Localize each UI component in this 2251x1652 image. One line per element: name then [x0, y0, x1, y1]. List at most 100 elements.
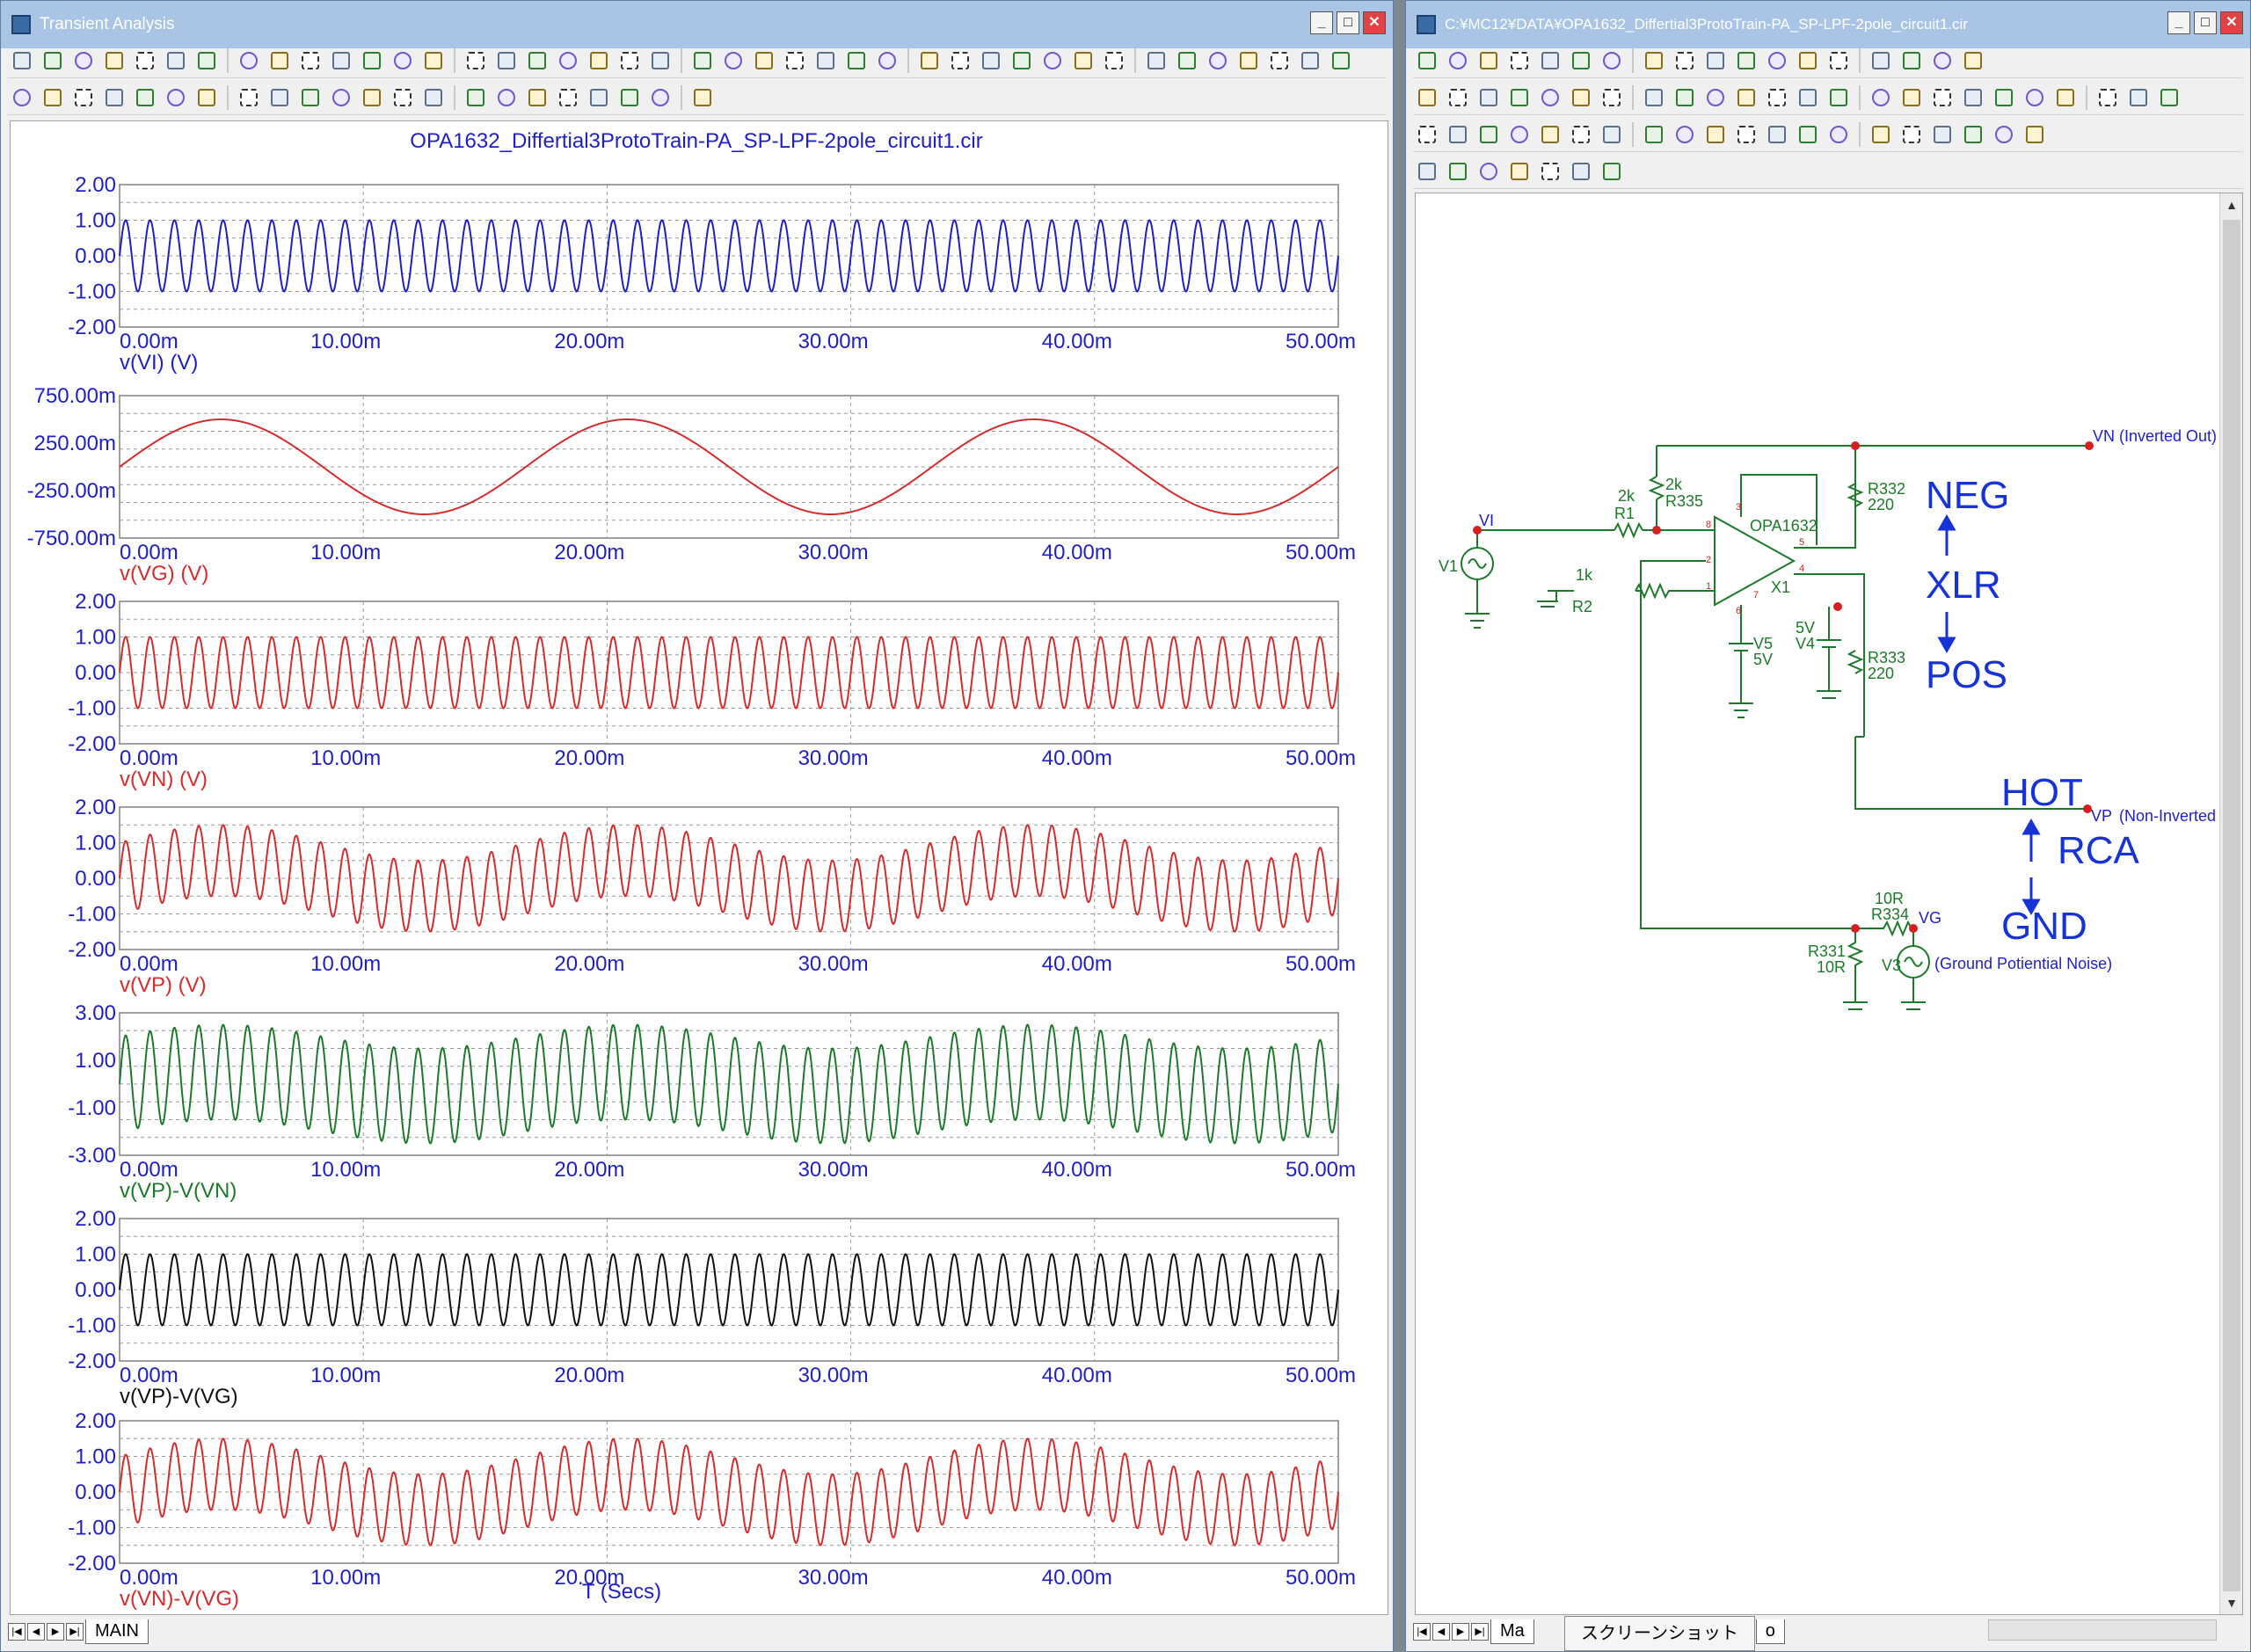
- toolbar-button-icon[interactable]: [1701, 84, 1730, 112]
- toolbar-button-icon[interactable]: [8, 47, 36, 75]
- toolbar-button-icon[interactable]: [1413, 84, 1441, 112]
- toolbar-button-icon[interactable]: [296, 84, 324, 112]
- toolbar-button-icon[interactable]: [492, 47, 521, 75]
- right-titlebar[interactable]: C:¥MC12¥DATA¥OPA1632_Differtial3ProtoTra…: [1406, 1, 2250, 48]
- toolbar-button-icon[interactable]: [1640, 120, 1668, 149]
- toolbar-button-icon[interactable]: [1867, 84, 1895, 112]
- nav-last-icon[interactable]: ▶|: [1471, 1623, 1489, 1641]
- toolbar-button-icon[interactable]: [1867, 120, 1895, 149]
- maximize-button[interactable]: □: [1337, 11, 1359, 34]
- toolbar-button-icon[interactable]: [688, 84, 717, 112]
- toolbar-button-icon[interactable]: [1671, 84, 1699, 112]
- nav-first-icon[interactable]: |◀: [8, 1623, 25, 1641]
- toolbar-button-icon[interactable]: [193, 84, 221, 112]
- toolbar-button-icon[interactable]: [1898, 47, 1926, 75]
- toolbar-button-icon[interactable]: [812, 47, 840, 75]
- tab-other[interactable]: o: [1755, 1619, 1785, 1644]
- toolbar-button-icon[interactable]: [616, 47, 644, 75]
- toolbar-button-icon[interactable]: [1990, 120, 2018, 149]
- toolbar-button-icon[interactable]: [1701, 47, 1730, 75]
- maximize-button[interactable]: □: [2194, 11, 2217, 34]
- toolbar-button-icon[interactable]: [1413, 157, 1441, 186]
- horizontal-scrollbar[interactable]: [1988, 1619, 2217, 1641]
- toolbar-button-icon[interactable]: [358, 47, 386, 75]
- toolbar-button-icon[interactable]: [554, 84, 582, 112]
- toolbar-button-icon[interactable]: [162, 84, 190, 112]
- nav-prev-icon[interactable]: ◀: [27, 1623, 45, 1641]
- toolbar-button-icon[interactable]: [1794, 120, 1822, 149]
- toolbar-button-icon[interactable]: [1327, 47, 1355, 75]
- toolbar-button-icon[interactable]: [1505, 47, 1533, 75]
- toolbar-button-icon[interactable]: [419, 47, 448, 75]
- close-button[interactable]: ✕: [1363, 11, 1386, 34]
- toolbar-button-icon[interactable]: [873, 47, 901, 75]
- minimize-button[interactable]: _: [2167, 11, 2190, 34]
- toolbar-button-icon[interactable]: [1763, 84, 1791, 112]
- toolbar-button-icon[interactable]: [419, 84, 448, 112]
- toolbar-button-icon[interactable]: [100, 84, 128, 112]
- toolbar-button-icon[interactable]: [1536, 47, 1564, 75]
- toolbar-button-icon[interactable]: [358, 84, 386, 112]
- toolbar-button-icon[interactable]: [235, 47, 263, 75]
- tab-main[interactable]: Ma: [1490, 1619, 1534, 1644]
- toolbar-button-icon[interactable]: [585, 84, 613, 112]
- toolbar-button-icon[interactable]: [1640, 84, 1668, 112]
- toolbar-button-icon[interactable]: [1444, 47, 1472, 75]
- toolbar-button-icon[interactable]: [1567, 84, 1595, 112]
- scroll-thumb[interactable]: [2223, 220, 2240, 1591]
- toolbar-button-icon[interactable]: [554, 47, 582, 75]
- toolbar-button-icon[interactable]: [1598, 157, 1626, 186]
- toolbar-button-icon[interactable]: [1671, 47, 1699, 75]
- toolbar-button-icon[interactable]: [1598, 47, 1626, 75]
- toolbar-button-icon[interactable]: [646, 47, 674, 75]
- toolbar-button-icon[interactable]: [1898, 84, 1926, 112]
- toolbar-button-icon[interactable]: [266, 84, 294, 112]
- toolbar-button-icon[interactable]: [781, 47, 809, 75]
- toolbar-button-icon[interactable]: [1898, 120, 1926, 149]
- toolbar-button-icon[interactable]: [462, 84, 490, 112]
- vertical-scrollbar[interactable]: ▲ ▼: [2219, 193, 2242, 1614]
- toolbar-button-icon[interactable]: [1008, 47, 1036, 75]
- toolbar-button-icon[interactable]: [842, 47, 871, 75]
- toolbar-button-icon[interactable]: [1505, 157, 1533, 186]
- toolbar-button-icon[interactable]: [1536, 84, 1564, 112]
- minimize-button[interactable]: _: [1310, 11, 1333, 34]
- toolbar-button-icon[interactable]: [235, 84, 263, 112]
- toolbar-button-icon[interactable]: [69, 84, 98, 112]
- toolbar-button-icon[interactable]: [296, 47, 324, 75]
- nav-first-icon[interactable]: |◀: [1413, 1623, 1431, 1641]
- toolbar-button-icon[interactable]: [1825, 120, 1853, 149]
- toolbar-button-icon[interactable]: [1265, 47, 1293, 75]
- toolbar-button-icon[interactable]: [1867, 47, 1895, 75]
- toolbar-button-icon[interactable]: [162, 47, 190, 75]
- toolbar-button-icon[interactable]: [1990, 84, 2018, 112]
- toolbar-button-icon[interactable]: [2155, 84, 2183, 112]
- toolbar-button-icon[interactable]: [1413, 120, 1441, 149]
- toolbar-button-icon[interactable]: [1567, 157, 1595, 186]
- toolbar-button-icon[interactable]: [2021, 120, 2049, 149]
- toolbar-button-icon[interactable]: [1038, 47, 1067, 75]
- toolbar-button-icon[interactable]: [1475, 47, 1503, 75]
- toolbar-button-icon[interactable]: [1671, 120, 1699, 149]
- toolbar-button-icon[interactable]: [1536, 120, 1564, 149]
- toolbar-button-icon[interactable]: [1444, 157, 1472, 186]
- toolbar-button-icon[interactable]: [946, 47, 974, 75]
- toolbar-button-icon[interactable]: [1732, 120, 1760, 149]
- toolbar-button-icon[interactable]: [1413, 47, 1441, 75]
- toolbar-button-icon[interactable]: [1928, 84, 1956, 112]
- scroll-up-icon[interactable]: ▲: [2226, 198, 2238, 212]
- plot-area[interactable]: OPA1632_Differtial3ProtoTrain-PA_SP-LPF-…: [10, 120, 1388, 1615]
- toolbar-button-icon[interactable]: [462, 47, 490, 75]
- toolbar-button-icon[interactable]: [523, 84, 551, 112]
- toolbar-button-icon[interactable]: [1173, 47, 1201, 75]
- toolbar-button-icon[interactable]: [1567, 120, 1595, 149]
- toolbar-button-icon[interactable]: [39, 47, 67, 75]
- toolbar-button-icon[interactable]: [1567, 47, 1595, 75]
- toolbar-button-icon[interactable]: [100, 47, 128, 75]
- scroll-down-icon[interactable]: ▼: [2226, 1596, 2238, 1610]
- tab-main[interactable]: MAIN: [85, 1619, 149, 1644]
- toolbar-button-icon[interactable]: [1959, 120, 1987, 149]
- toolbar-button-icon[interactable]: [2124, 84, 2153, 112]
- toolbar-button-icon[interactable]: [1640, 47, 1668, 75]
- toolbar-button-icon[interactable]: [977, 47, 1005, 75]
